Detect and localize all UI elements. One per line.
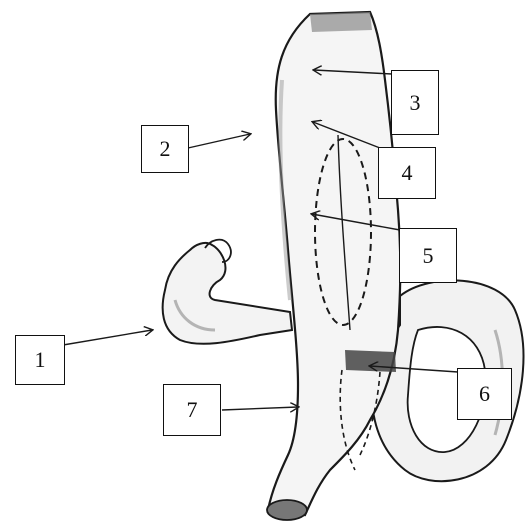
label-box-7: 7 (163, 384, 221, 436)
label-1-text: 1 (35, 347, 46, 373)
label-box-1: 1 (15, 335, 65, 385)
label-box-5: 5 (399, 228, 457, 283)
label-4-text: 4 (402, 160, 413, 186)
label-5-text: 5 (423, 243, 434, 269)
label-6-text: 6 (479, 381, 490, 407)
curved-duct (163, 240, 292, 344)
label-2-text: 2 (160, 136, 171, 162)
leader-line-2 (188, 134, 250, 148)
main-tube (267, 12, 400, 520)
label-box-4: 4 (378, 147, 436, 199)
leader-line-7 (222, 407, 298, 410)
label-box-3: 3 (391, 70, 439, 135)
label-3-text: 3 (410, 90, 421, 116)
label-box-6: 6 (457, 368, 512, 420)
leader-line-1 (63, 330, 152, 345)
label-7-text: 7 (187, 397, 198, 423)
label-box-2: 2 (141, 125, 189, 173)
